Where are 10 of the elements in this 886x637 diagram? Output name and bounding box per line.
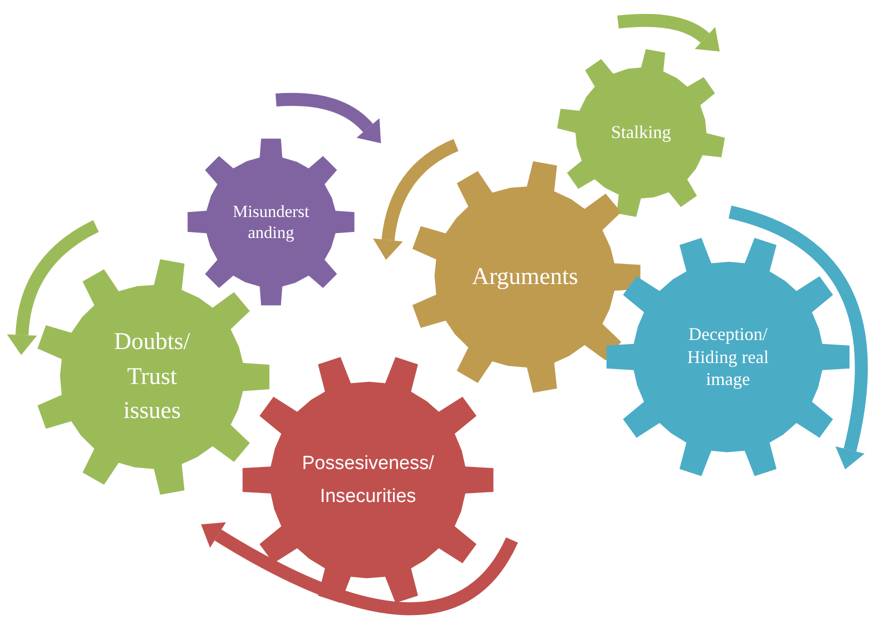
gear-label: Possesiveness/ Insecurities bbox=[300, 452, 435, 509]
gear bbox=[606, 235, 850, 479]
gear bbox=[187, 138, 355, 306]
gear bbox=[242, 354, 494, 606]
gear-label: Deception/ Hiding real image bbox=[686, 323, 770, 391]
gear-label: Misunderst anding bbox=[232, 200, 310, 244]
gear-label: Arguments bbox=[470, 262, 580, 292]
gear bbox=[557, 49, 725, 217]
gear-label: Stalking bbox=[610, 122, 672, 144]
gear-label: Doubts/ Trust issues bbox=[112, 328, 191, 426]
